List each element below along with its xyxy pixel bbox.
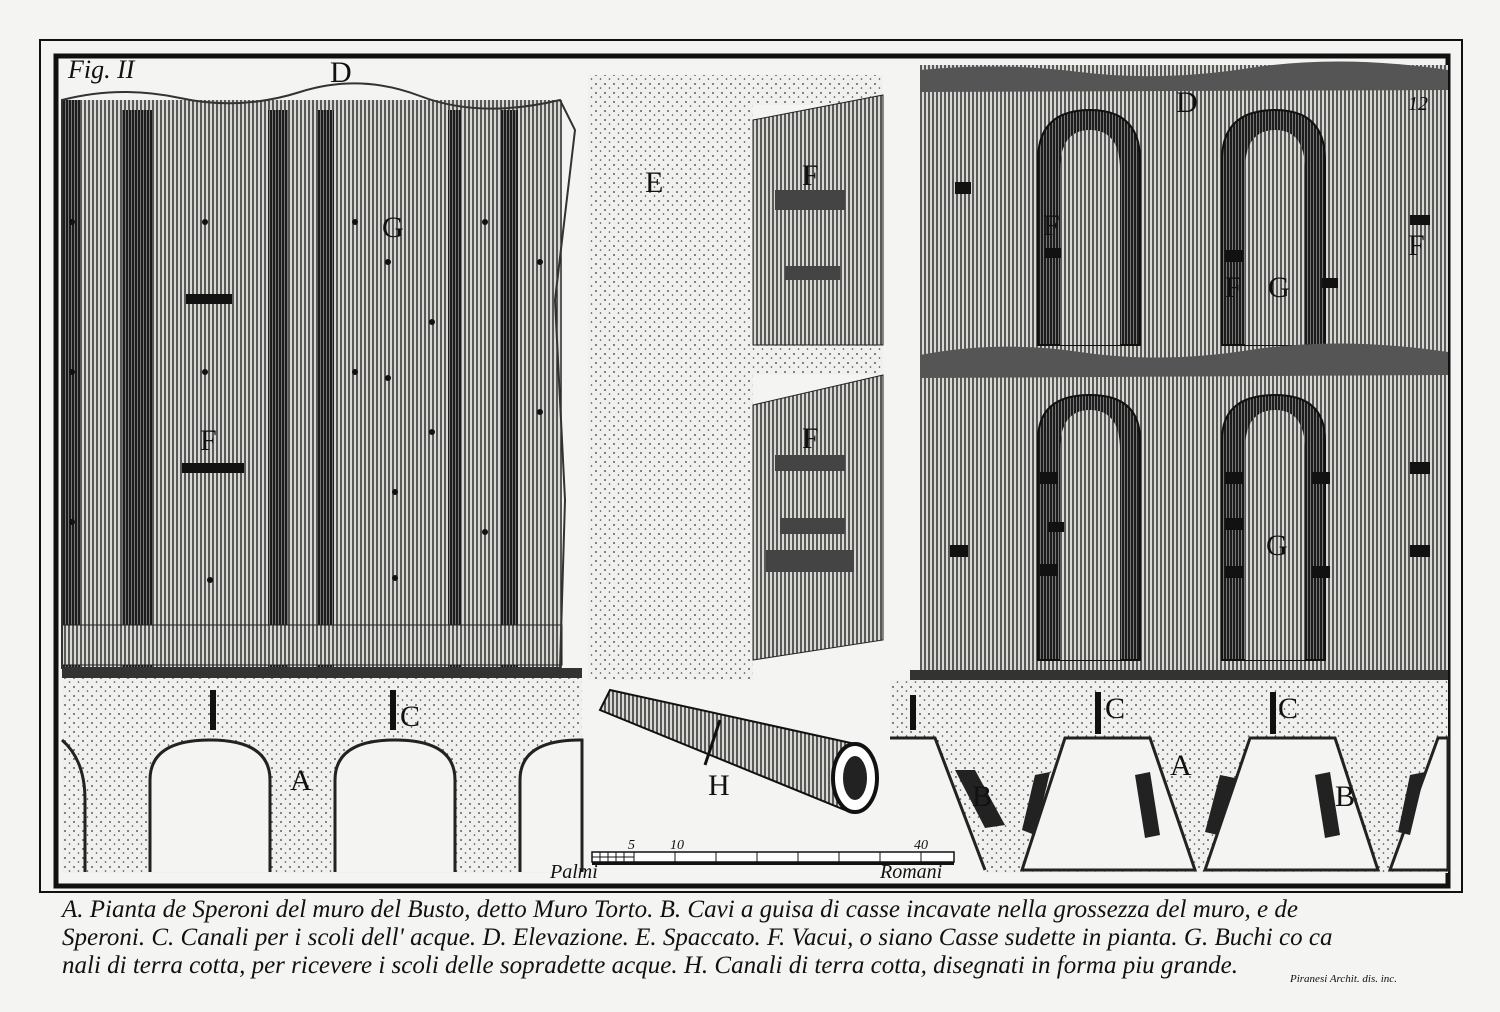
scale-tick-10: 10 <box>670 838 684 853</box>
left-plan <box>61 678 584 873</box>
caption-line-2: Speroni. C. Canali per i scoli dell' acq… <box>62 924 1333 951</box>
label-f-mid-bottom: F <box>802 422 819 455</box>
label-f-right-3: F <box>1408 229 1425 262</box>
label-f-right-1: F <box>1043 209 1060 242</box>
caption-line-3: nali di terra cotta, per ricevere i scol… <box>62 952 1239 979</box>
outer-border <box>39 39 1463 893</box>
label-f-left: F <box>200 424 217 457</box>
plate-caption: A. Pianta de Speroni del muro del Busto,… <box>62 896 1462 980</box>
right-plan <box>890 680 1450 873</box>
label-g-right-bottom: G <box>1266 529 1288 562</box>
scale-tick-5: 5 <box>628 838 635 853</box>
label-b-2: B <box>1335 780 1355 813</box>
terracotta-pipe-drawing <box>598 688 879 814</box>
plate-number: 12 <box>1408 93 1428 115</box>
label-h: H <box>708 769 730 802</box>
scale-tick-40: 40 <box>914 838 928 853</box>
label-a-left: A <box>290 764 312 797</box>
label-g-right-top: G <box>1268 271 1290 304</box>
label-a-right: A <box>1170 749 1192 782</box>
label-b-1: B <box>972 780 992 813</box>
label-f-right-2: F <box>1225 271 1242 304</box>
label-g-left: G <box>382 211 404 244</box>
scale-unit-left: Palmi <box>549 861 598 883</box>
middle-section <box>588 75 884 680</box>
label-e: E <box>645 166 663 199</box>
label-f-mid-top: F <box>802 159 819 192</box>
left-elevation <box>61 82 582 678</box>
label-d-right: D <box>1176 86 1198 119</box>
scale-bar: 5 10 40 Palmi Romani <box>549 838 955 883</box>
right-elevation <box>910 61 1448 680</box>
label-c-right-1: C <box>1105 692 1125 725</box>
label-d-left: D <box>330 56 352 89</box>
scale-unit-right: Romani <box>879 861 942 883</box>
label-c-right-2: C <box>1278 692 1298 725</box>
caption-line-1: A. Pianta de Speroni del muro del Busto,… <box>62 896 1298 923</box>
engraver-signature: Piranesi Archit. dis. inc. <box>1290 973 1397 985</box>
label-c-left: C <box>400 700 420 733</box>
figure-label: Fig. II <box>67 55 136 84</box>
